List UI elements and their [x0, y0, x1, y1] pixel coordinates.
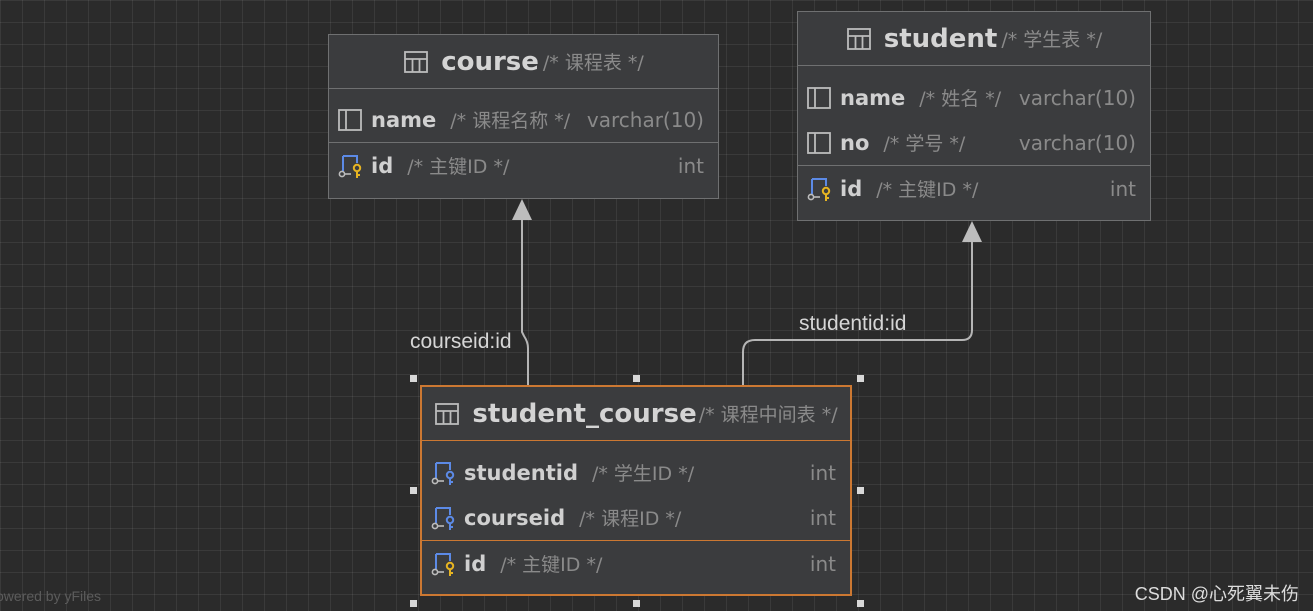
column-type: int	[809, 505, 836, 530]
relation-label-studentid: studentid:id	[799, 312, 907, 335]
column-name: id	[464, 551, 487, 576]
connector-student-fk[interactable]	[742, 242, 973, 386]
column-row[interactable]: name /* 课程名称 */ varchar(10)	[329, 97, 718, 142]
table-name: course	[441, 46, 539, 77]
table-comment: /* 课程表 */	[542, 52, 644, 74]
column-row[interactable]: studentid /* 学生ID */ int	[422, 450, 850, 495]
resize-handle-n[interactable]	[633, 375, 640, 382]
column-row[interactable]: courseid /* 课程ID */ int	[422, 495, 850, 540]
column-name: id	[371, 153, 394, 178]
column-row-pk[interactable]: id /* 主键ID */ int	[422, 541, 850, 586]
column-type: varchar(10)	[586, 107, 704, 132]
columns-section: studentid /* 学生ID */ int courseid /* 课程I…	[422, 441, 850, 541]
table-header: student /* 学生表 */	[798, 12, 1150, 66]
column-type: int	[809, 460, 836, 485]
table-comment: /* 学生表 */	[1001, 29, 1103, 51]
resize-handle-nw[interactable]	[410, 375, 417, 382]
resize-handle-ne[interactable]	[857, 375, 864, 382]
column-comment: /* 课程ID */	[579, 508, 682, 530]
resize-handle-se[interactable]	[857, 600, 864, 607]
table-name: student_course	[472, 398, 697, 429]
relation-label-courseid: courseid:id	[410, 330, 512, 353]
pk-section: id /* 主键ID */ int	[329, 143, 718, 188]
table-student-course[interactable]: student_course /* 课程中间表 */ studentid /* …	[420, 385, 852, 596]
resize-handle-sw[interactable]	[410, 600, 417, 607]
primary-key-icon	[807, 177, 831, 201]
column-icon	[338, 108, 362, 131]
table-header: course /* 课程表 */	[329, 35, 718, 89]
connector-course-fk[interactable]	[521, 220, 529, 386]
columns-section: name /* 课程名称 */ varchar(10)	[329, 89, 718, 143]
primary-key-icon	[338, 154, 362, 178]
table-icon	[435, 402, 460, 425]
resize-handle-s[interactable]	[633, 600, 640, 607]
csdn-watermark: CSDN @心死翼未伤	[1134, 584, 1299, 604]
column-row-pk[interactable]: id /* 主键ID */ int	[329, 143, 718, 188]
column-row[interactable]: name /* 姓名 */ varchar(10)	[798, 75, 1150, 120]
column-comment: /* 主键ID */	[407, 156, 510, 178]
column-comment: /* 主键ID */	[876, 179, 979, 201]
column-comment: /* 学生ID */	[591, 463, 695, 485]
resize-handle-e[interactable]	[857, 487, 864, 494]
table-name: student	[883, 23, 998, 54]
column-comment: /* 课程名称 */	[450, 110, 571, 132]
foreign-key-icon	[431, 461, 455, 485]
table-course[interactable]: course /* 课程表 */ name /* 课程名称 */ varchar…	[328, 34, 719, 199]
foreign-key-icon	[431, 506, 455, 530]
table-student[interactable]: student /* 学生表 */ name /* 姓名 */ varchar(…	[797, 11, 1151, 221]
arrowhead-student	[962, 221, 982, 242]
column-name: no	[840, 130, 870, 155]
table-comment: /* 课程中间表 */	[698, 404, 838, 426]
column-icon	[807, 86, 831, 109]
column-name: studentid	[464, 460, 578, 485]
column-type: varchar(10)	[1018, 130, 1136, 155]
column-type: varchar(10)	[1018, 85, 1136, 110]
arrowhead-course	[512, 199, 532, 220]
column-comment: /* 学号 */	[883, 133, 966, 155]
column-name: courseid	[464, 505, 566, 530]
primary-key-icon	[431, 552, 455, 576]
column-type: int	[1109, 176, 1136, 201]
table-icon	[846, 27, 871, 50]
column-row-pk[interactable]: id /* 主键ID */ int	[798, 166, 1150, 211]
pk-section: id /* 主键ID */ int	[422, 541, 850, 586]
column-row[interactable]: no /* 学号 */ varchar(10)	[798, 120, 1150, 165]
column-type: int	[809, 551, 836, 576]
column-name: name	[371, 107, 437, 132]
column-comment: /* 主键ID */	[500, 554, 603, 576]
column-comment: /* 姓名 */	[919, 88, 1002, 110]
pk-section: id /* 主键ID */ int	[798, 166, 1150, 211]
table-header: student_course /* 课程中间表 */	[422, 387, 850, 441]
column-icon	[807, 131, 831, 154]
table-icon	[404, 50, 429, 73]
yfiles-watermark: owered by yFiles	[0, 588, 102, 604]
columns-section: name /* 姓名 */ varchar(10) no /* 学号 */ va…	[798, 66, 1150, 166]
column-name: id	[840, 176, 863, 201]
column-name: name	[840, 85, 906, 110]
column-type: int	[677, 153, 704, 178]
resize-handle-w[interactable]	[410, 487, 417, 494]
